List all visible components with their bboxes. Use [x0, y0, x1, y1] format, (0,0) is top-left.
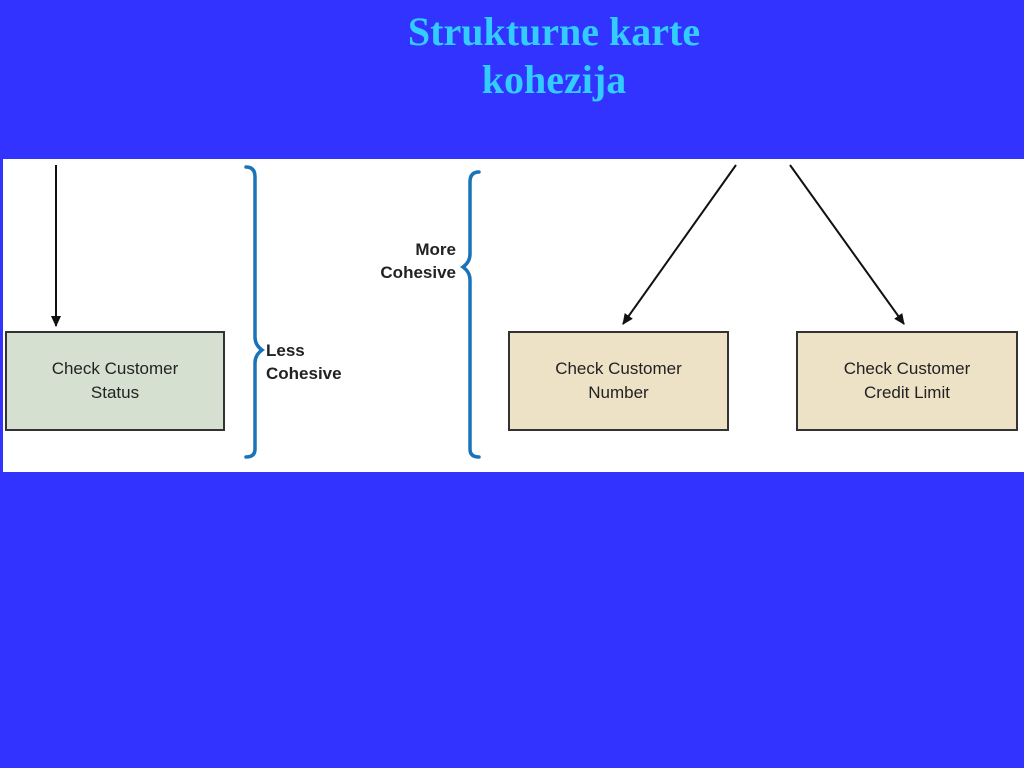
cohesion-diagram: Check Customer Status Less Cohesive More… [3, 159, 1024, 472]
more-label-line-2: Cohesive [380, 263, 456, 282]
arrow-to-number [622, 164, 737, 325]
module-label-line-2: Credit Limit [864, 383, 950, 402]
arrow-to-credit-limit [789, 164, 905, 325]
less-label-line-1: Less [266, 341, 305, 360]
module-check-customer-number: Check Customer Number [508, 331, 729, 431]
module-check-customer-status: Check Customer Status [5, 331, 225, 431]
more-label-line-1: More [415, 240, 456, 259]
less-label-line-2: Cohesive [266, 364, 342, 383]
module-check-customer-credit-limit: Check Customer Credit Limit [796, 331, 1018, 431]
module-label-line-2: Number [588, 383, 649, 402]
less-cohesive-label: Less Cohesive [266, 339, 342, 385]
slide-title-line-2: kohezija [481, 57, 627, 102]
slide-title-line-1: Strukturne karte [407, 9, 701, 54]
slide-title: Strukturne karte kohezija [0, 8, 1024, 104]
module-label-line-1: Check Customer [51, 359, 179, 378]
module-label-line-1: Check Customer [555, 359, 682, 378]
more-cohesive-brace [459, 170, 481, 459]
module-label-line-2: Status [90, 383, 140, 402]
module-label-line-1: Check Customer [843, 359, 971, 378]
less-cohesive-brace [244, 165, 266, 459]
more-cohesive-label: More Cohesive [358, 238, 456, 284]
diagram-connectors [51, 164, 905, 459]
